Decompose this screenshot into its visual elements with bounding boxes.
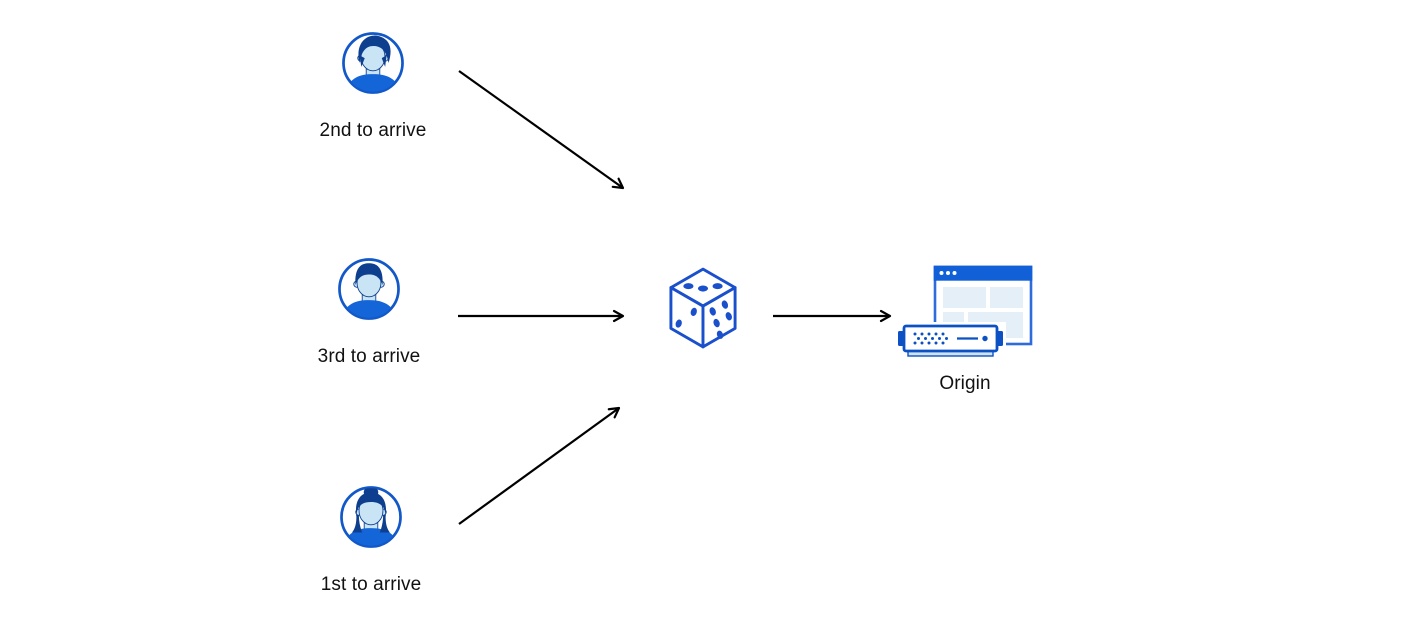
node-visitor-second: 2nd to arrive <box>298 30 448 142</box>
arrow-second-to-dice <box>458 70 625 190</box>
arrow-first-to-dice <box>458 406 621 525</box>
origin-label: Origin <box>939 373 991 394</box>
dice-icon <box>668 265 738 356</box>
user-avatar-icon <box>338 484 404 555</box>
visitor-third-label: 3rd to arrive <box>317 346 421 367</box>
user-avatar-icon <box>340 30 406 101</box>
visitor-first-label: 1st to arrive <box>320 574 422 595</box>
node-visitor-first: 1st to arrive <box>296 484 446 596</box>
origin-server-icon <box>895 262 1035 367</box>
node-visitor-third: 3rd to arrive <box>294 256 444 368</box>
user-avatar-icon <box>336 256 402 327</box>
node-origin: Origin <box>890 262 1040 395</box>
node-dice <box>667 265 739 356</box>
visitor-second-label: 2nd to arrive <box>319 120 427 141</box>
